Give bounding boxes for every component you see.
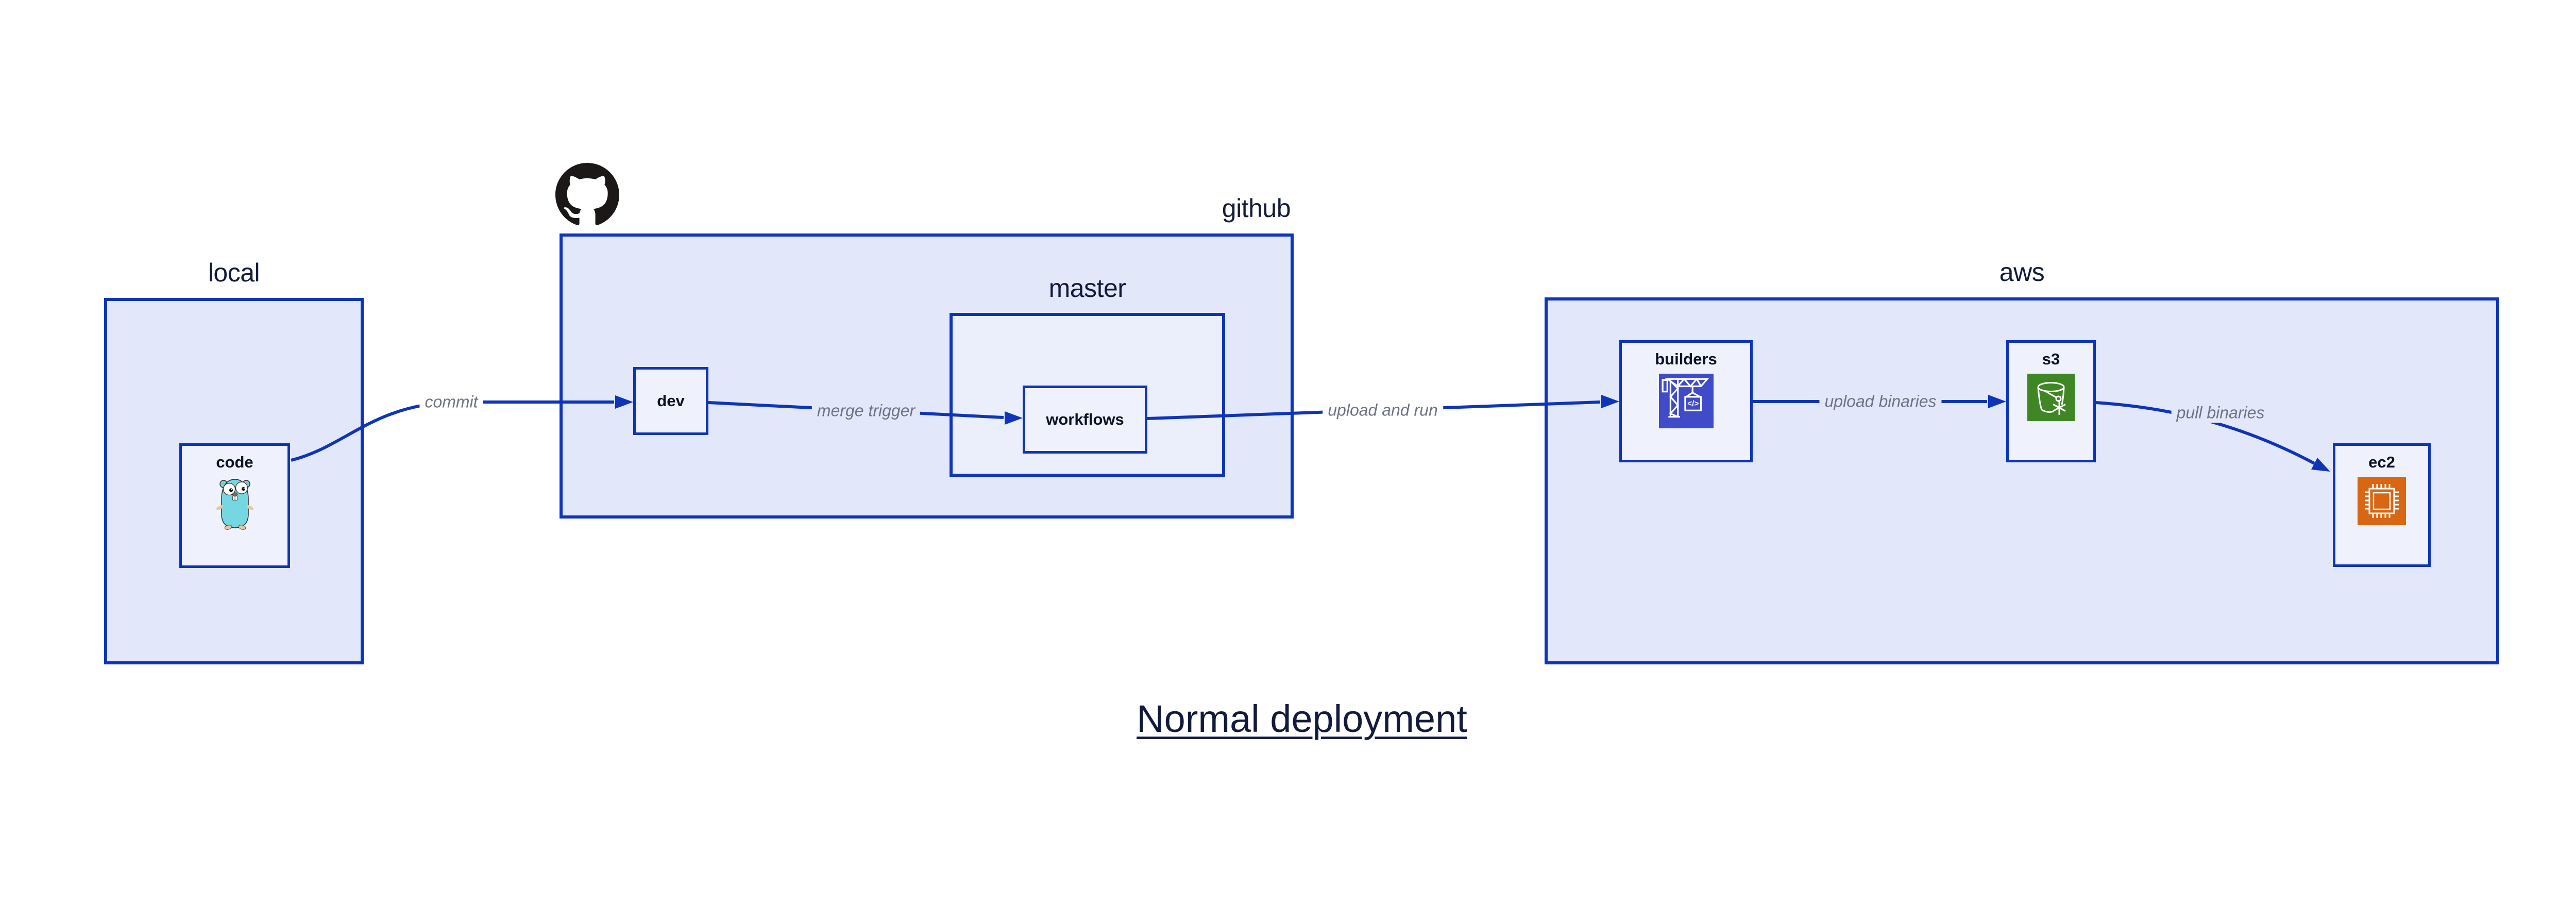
container-github-label: github bbox=[1222, 194, 1291, 223]
node-workflows: workflows bbox=[1023, 386, 1147, 454]
diagram-title: Normal deployment bbox=[1137, 697, 1467, 740]
node-s3: s3 bbox=[2006, 340, 2096, 462]
node-s3-label: s3 bbox=[2042, 350, 2060, 368]
node-builders: builders </> bbox=[1619, 340, 1753, 462]
edge-label-upload-binaries: upload binaries bbox=[1819, 391, 1942, 412]
container-master-label: master bbox=[1048, 274, 1126, 303]
github-logo-icon bbox=[555, 163, 619, 225]
svg-text:</>: </> bbox=[1687, 399, 1699, 408]
node-code: code bbox=[179, 443, 290, 568]
node-ec2-label: ec2 bbox=[2368, 453, 2395, 471]
node-dev: dev bbox=[633, 367, 708, 435]
aws-s3-glacier-icon bbox=[2027, 374, 2075, 421]
edge-label-commit: commit bbox=[419, 392, 483, 412]
aws-codebuild-icon: </> bbox=[1658, 374, 1714, 428]
node-ec2: ec2 bbox=[2333, 443, 2431, 567]
node-dev-label: dev bbox=[657, 392, 685, 410]
node-workflows-label: workflows bbox=[1046, 410, 1124, 428]
container-aws-label: aws bbox=[1999, 258, 2045, 287]
container-local-label: local bbox=[208, 258, 260, 287]
node-code-label: code bbox=[216, 453, 253, 471]
edge-label-upload-and-run: upload and run bbox=[1323, 400, 1443, 421]
node-builders-label: builders bbox=[1655, 350, 1717, 368]
edge-label-pull-binaries: pull binaries bbox=[2171, 403, 2270, 423]
go-gopher-icon bbox=[216, 479, 253, 530]
aws-ec2-icon bbox=[2358, 477, 2406, 525]
edge-label-merge-trigger: merge trigger bbox=[811, 400, 921, 421]
